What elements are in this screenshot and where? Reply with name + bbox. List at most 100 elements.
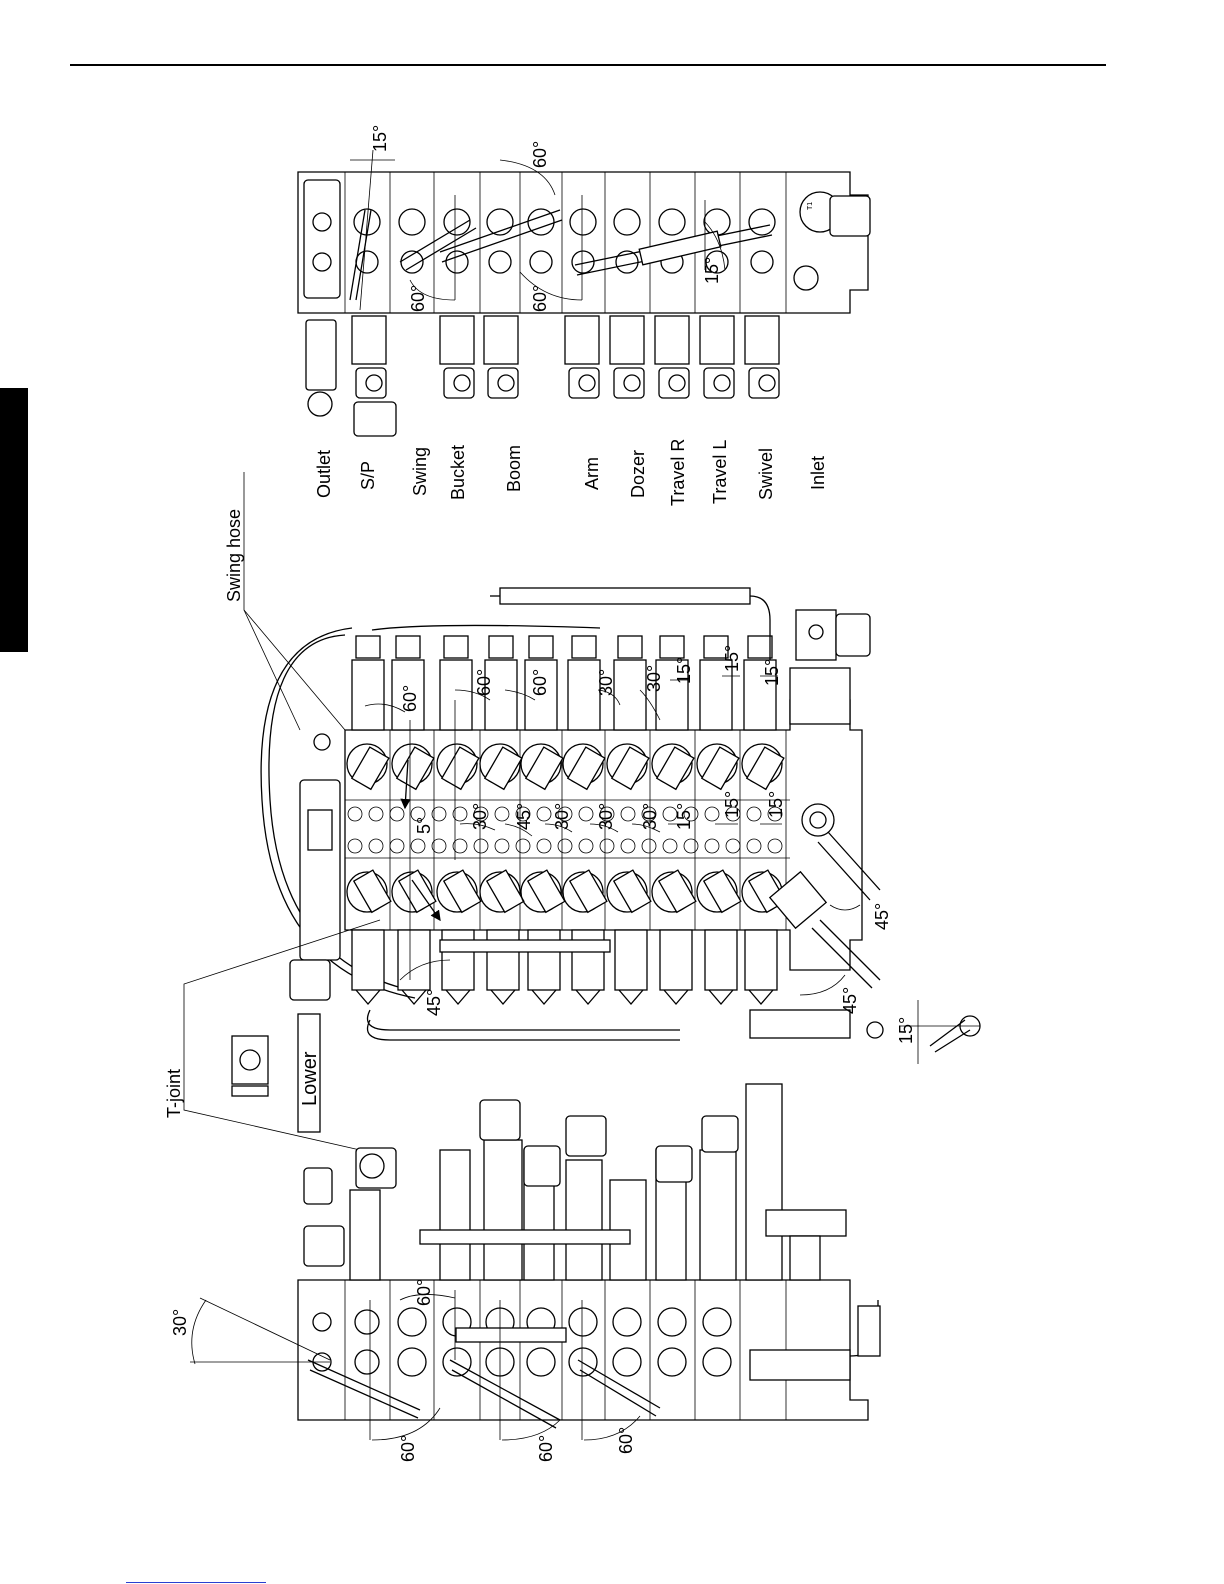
angle-label: 30° xyxy=(640,803,660,830)
fitting-nut xyxy=(489,636,513,658)
fitting-tip xyxy=(491,990,515,1004)
upper-fitting xyxy=(614,660,646,730)
top-view-angle-labels: 15° 60° 60° 60° 15° xyxy=(370,125,722,312)
bolt-hole xyxy=(348,807,362,821)
lower-fitting xyxy=(352,930,384,990)
fitting-nut xyxy=(444,636,468,658)
lower-fitting xyxy=(487,930,519,990)
bolt-hole xyxy=(390,839,404,853)
fitting-tip xyxy=(532,990,556,1004)
elbow-fitting xyxy=(566,1116,606,1156)
angled-fitting xyxy=(444,870,481,912)
angle-label: 15° xyxy=(674,657,694,684)
fitting xyxy=(440,316,474,364)
angle-label: 60° xyxy=(616,1427,636,1454)
bolt-hole xyxy=(390,807,404,821)
angle-label: 30° xyxy=(170,1309,190,1336)
angle-label: 45° xyxy=(872,903,892,930)
angle-label: 30° xyxy=(470,803,490,830)
angle-label: 30° xyxy=(644,665,664,692)
angle-label: 60° xyxy=(398,1435,418,1462)
bolt-hole xyxy=(747,839,761,853)
fitting xyxy=(700,316,734,364)
angle-label: 60° xyxy=(414,1279,434,1306)
section-label-travel-r: Travel R xyxy=(668,439,688,506)
port-circle xyxy=(659,209,685,235)
section-label-sp: S/P xyxy=(358,461,378,490)
port-circle xyxy=(703,1308,731,1336)
bolt-hole xyxy=(495,839,509,853)
fitting-tip xyxy=(402,990,426,1004)
elbow-fitting xyxy=(304,1168,332,1204)
upper-fitting xyxy=(352,660,384,730)
lower-fitting xyxy=(572,930,604,990)
section-label-travel-l: Travel L xyxy=(710,440,730,504)
lower-label: Lower xyxy=(299,1051,321,1106)
angled-fitting xyxy=(659,870,696,912)
elbow-fitting xyxy=(304,1226,344,1266)
angle-label: 60° xyxy=(408,285,428,312)
fitting-tip xyxy=(709,990,733,1004)
bolt-hole xyxy=(558,839,572,853)
elbow-fitting xyxy=(524,1146,560,1186)
bolt-hole xyxy=(621,807,635,821)
bolt-hole xyxy=(474,839,488,853)
angle-label: 15° xyxy=(896,1017,916,1044)
fitting xyxy=(610,316,644,364)
port-circle xyxy=(398,1348,426,1376)
angled-fitting xyxy=(614,870,651,912)
section-label-bucket: Bucket xyxy=(448,445,468,500)
fitting-nut xyxy=(572,636,596,658)
section-label-swing: Swing xyxy=(410,447,430,496)
lower-fitting xyxy=(745,930,777,990)
bottom-view-angle-labels: 30° 60° 60° 60° 60° xyxy=(170,1279,636,1462)
upper-fitting xyxy=(350,1190,380,1280)
port-circle xyxy=(658,1348,686,1376)
port-circle xyxy=(613,1308,641,1336)
angle-label: 15° xyxy=(762,659,782,686)
fitting-tip xyxy=(664,990,688,1004)
angled-fitting xyxy=(487,870,524,912)
angle-label: 5° xyxy=(414,817,434,834)
fitting xyxy=(565,316,599,364)
fitting-tip xyxy=(356,990,380,1004)
bolt-hole xyxy=(768,839,782,853)
section-label-swivel: Swivel xyxy=(756,448,776,500)
fitting xyxy=(745,316,779,364)
upper-fitting xyxy=(700,1150,736,1280)
middle-valve-view xyxy=(261,588,980,1064)
fitting-nut xyxy=(356,636,380,658)
port-circle xyxy=(355,1310,379,1334)
lower-fitting xyxy=(528,930,560,990)
fitting-nut xyxy=(529,636,553,658)
bolt-hole xyxy=(495,807,509,821)
t-joint-label: T-joint xyxy=(164,1069,184,1118)
bolt-hole xyxy=(579,807,593,821)
fitting-nut xyxy=(660,636,684,658)
angle-label: 15° xyxy=(370,125,390,152)
section-label-arm: Arm xyxy=(582,457,602,490)
angle-label: 60° xyxy=(530,141,550,168)
port-circle xyxy=(527,1348,555,1376)
upper-fitting xyxy=(440,1150,470,1280)
section-label-inlet: Inlet xyxy=(808,456,828,490)
fitting-tip xyxy=(576,990,600,1004)
lower-callout: Lower xyxy=(232,1014,321,1132)
fitting-tip xyxy=(749,990,773,1004)
section-labels: Outlet S/P Swing Bucket Boom Arm Dozer T… xyxy=(314,439,828,506)
port-circle xyxy=(530,251,552,273)
angle-label: 15° xyxy=(702,257,722,284)
angle-label: 30° xyxy=(596,669,616,696)
bolt-hole xyxy=(621,839,635,853)
angle-label: 60° xyxy=(474,669,494,696)
fitting-tip xyxy=(446,990,470,1004)
bolt-hole xyxy=(537,839,551,853)
bolt-hole xyxy=(705,839,719,853)
svg-text:T1: T1 xyxy=(807,202,814,210)
port-circle xyxy=(489,251,511,273)
swing-hose-label: Swing hose xyxy=(224,509,244,602)
bolt-hole xyxy=(600,839,614,853)
bolt-hole xyxy=(726,839,740,853)
port-circle xyxy=(570,209,596,235)
bolt-hole xyxy=(537,807,551,821)
